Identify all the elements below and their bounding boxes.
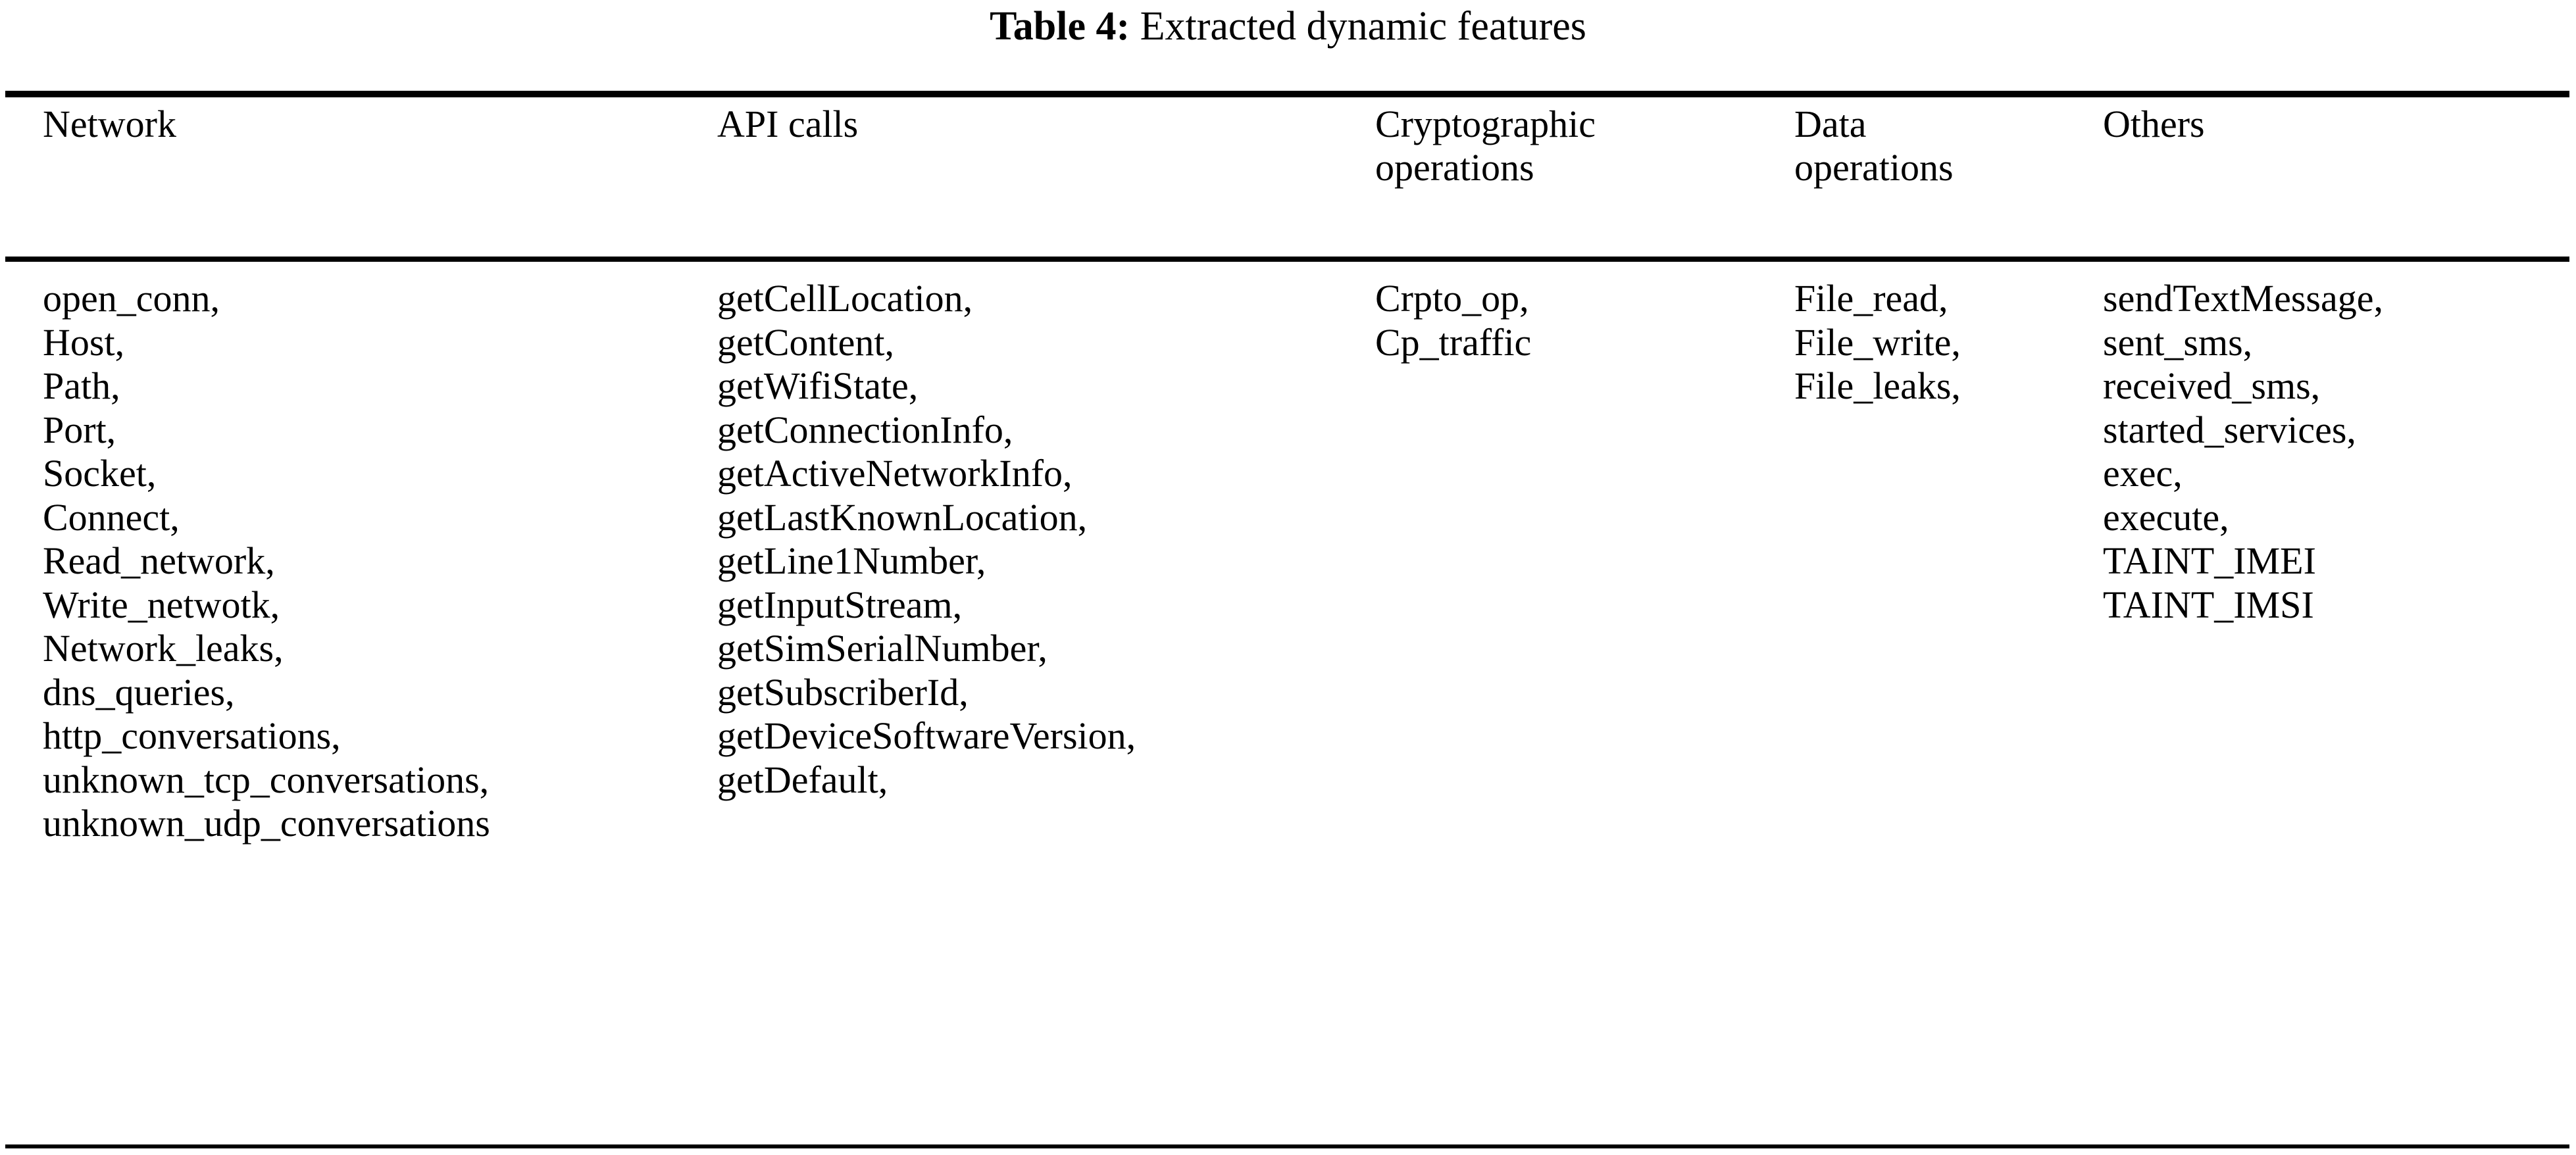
column-header-line: Others (2103, 103, 2205, 145)
table-top-rule (5, 91, 2569, 97)
feature-item: getSubscriberId, (717, 670, 969, 714)
feature-item: getContent, (717, 320, 895, 364)
table-header-rule (5, 257, 2569, 262)
feature-item: sent_sms, (2103, 320, 2253, 364)
feature-item: getConnectionInfo, (717, 408, 1013, 451)
table-bottom-rule (5, 1144, 2569, 1148)
feature-item: dns_queries, (43, 670, 235, 714)
feature-item: getCellLocation, (717, 277, 973, 320)
feature-item: started_services, (2103, 408, 2356, 451)
column-header-line: Data (1794, 103, 1867, 145)
feature-item: Write_netwotk, (43, 583, 280, 626)
feature-item: received_sms, (2103, 364, 2321, 407)
column-header-line: Cryptographic (1375, 103, 1596, 145)
column-header-data-operations: Data operations (1794, 105, 2094, 192)
column-header-line (2103, 149, 2563, 192)
column-body-network: open_conn, Host, Path, Port, Socket, Con… (43, 280, 701, 848)
feature-item: unknown_tcp_conversations, (43, 758, 490, 801)
feature-item: Crpto_op, (1375, 277, 1529, 320)
feature-item: Cp_traffic (1375, 320, 1532, 364)
table-caption: Table 4: Extracted dynamic features (0, 4, 2576, 49)
feature-item: getWifiState, (717, 364, 919, 407)
feature-item: Port, (43, 408, 116, 451)
column-header-others: Others (2103, 105, 2563, 192)
feature-item: Read_network, (43, 539, 275, 582)
feature-item: Host, (43, 320, 125, 364)
column-body-api-calls: getCellLocation, getContent, getWifiStat… (717, 280, 1362, 804)
column-header-line: API calls (717, 103, 859, 145)
feature-item: Network_leaks, (43, 627, 284, 670)
column-header-line (717, 149, 1362, 192)
feature-item: File_read, (1794, 277, 1948, 320)
feature-item: TAINT_IMEI (2103, 539, 2316, 582)
feature-item: TAINT_IMSI (2103, 583, 2314, 626)
column-header-network: Network (43, 105, 701, 192)
feature-item: getInputStream, (717, 583, 963, 626)
feature-item: Connect, (43, 495, 180, 539)
column-header-line: Network (43, 103, 176, 145)
column-header-api-calls: API calls (717, 105, 1362, 192)
feature-item: getDeviceSoftwareVersion, (717, 714, 1136, 757)
feature-item: unknown_udp_conversations (43, 802, 490, 845)
caption-text: Extracted dynamic features (1140, 4, 1586, 49)
column-header-cryptographic-operations: Cryptographic operations (1375, 105, 1777, 192)
feature-item: File_leaks, (1794, 364, 1961, 407)
feature-item: getActiveNetworkInfo, (717, 452, 1073, 495)
column-header-line: operations (1794, 146, 1954, 189)
feature-item: http_conversations, (43, 714, 341, 757)
column-header-line (43, 149, 701, 192)
feature-item: getDefault, (717, 758, 888, 801)
column-body-cryptographic-operations: Crpto_op, Cp_traffic (1375, 280, 1777, 367)
feature-item: exec, (2103, 452, 2183, 495)
feature-item: Path, (43, 364, 120, 407)
column-body-others: sendTextMessage, sent_sms, received_sms,… (2103, 280, 2563, 629)
feature-item: getSimSerialNumber, (717, 627, 1048, 670)
feature-item: getLastKnownLocation, (717, 495, 1088, 539)
feature-item: sendTextMessage, (2103, 277, 2383, 320)
column-header-line: operations (1375, 146, 1534, 189)
feature-item: open_conn, (43, 277, 220, 320)
column-body-data-operations: File_read, File_write, File_leaks, (1794, 280, 2094, 411)
feature-item: getLine1Number, (717, 539, 986, 582)
feature-item: execute, (2103, 495, 2229, 539)
feature-item: File_write, (1794, 320, 1961, 364)
caption-label: Table 4: (990, 4, 1130, 49)
feature-item: Socket, (43, 452, 157, 495)
